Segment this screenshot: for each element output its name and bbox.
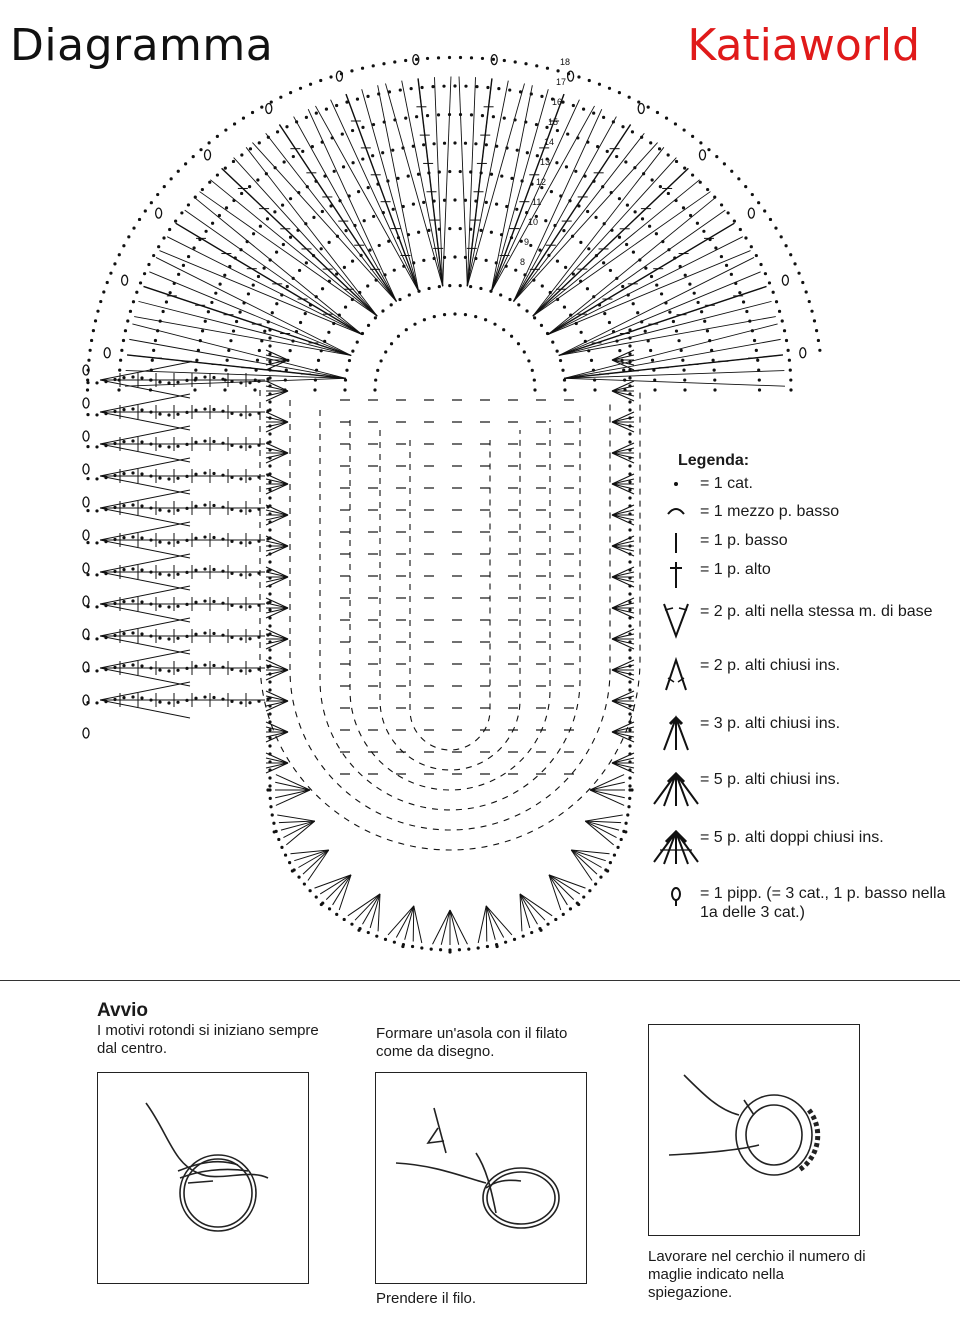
svg-text:10: 10	[528, 217, 538, 227]
legend-text: = 1 p. basso	[700, 531, 950, 550]
legend-text: = 1 cat.	[700, 474, 950, 493]
legend-text: = 1 p. alto	[700, 560, 950, 579]
legend-text: = 2 p. alti chiusi ins.	[700, 656, 950, 675]
dc3tog-icon	[650, 714, 700, 760]
svg-text:9: 9	[524, 237, 529, 247]
step-2-illustration	[375, 1072, 587, 1284]
svg-text:12: 12	[536, 177, 546, 187]
legend-title: Legenda:	[678, 452, 749, 470]
double-crochet-icon	[650, 560, 700, 606]
svg-text:16: 16	[552, 97, 562, 107]
avvio-caption-4: Lavorare nel cerchio il numero di maglie…	[648, 1248, 868, 1302]
tr5tog-icon	[650, 828, 700, 874]
v-stitch-icon	[650, 602, 700, 648]
svg-text:11: 11	[532, 197, 541, 207]
svg-text:8: 8	[520, 257, 525, 267]
section-divider	[0, 980, 960, 981]
avvio-caption-3: Prendere il filo.	[376, 1290, 576, 1308]
avvio-caption-1: I motivi rotondi si iniziano sempre dal …	[97, 1022, 322, 1058]
dc5tog-icon	[650, 770, 700, 816]
svg-text:17: 17	[556, 77, 566, 87]
svg-text:14: 14	[544, 137, 554, 147]
svg-text:13: 13	[540, 157, 550, 167]
dc2tog-icon	[650, 656, 700, 702]
legend-text: = 1 pipp. (= 3 cat., 1 p. basso nella 1a…	[700, 884, 950, 922]
avvio-title: Avvio	[97, 1000, 148, 1022]
svg-text:18: 18	[560, 57, 570, 67]
step-1-illustration	[97, 1072, 309, 1284]
svg-text:15: 15	[548, 117, 558, 127]
legend-text: = 2 p. alti nella stessa m. di base	[700, 602, 950, 621]
legend-text: = 5 p. alti chiusi ins.	[700, 770, 950, 789]
legend-text: = 1 mezzo p. basso	[700, 502, 950, 521]
avvio-caption-2: Formare un'asola con il filato come da d…	[376, 1025, 596, 1061]
legend-text: = 5 p. alti doppi chiusi ins.	[700, 828, 950, 847]
legend-text: = 3 p. alti chiusi ins.	[700, 714, 950, 733]
picot-icon	[650, 884, 700, 930]
step-3-illustration	[648, 1024, 860, 1236]
